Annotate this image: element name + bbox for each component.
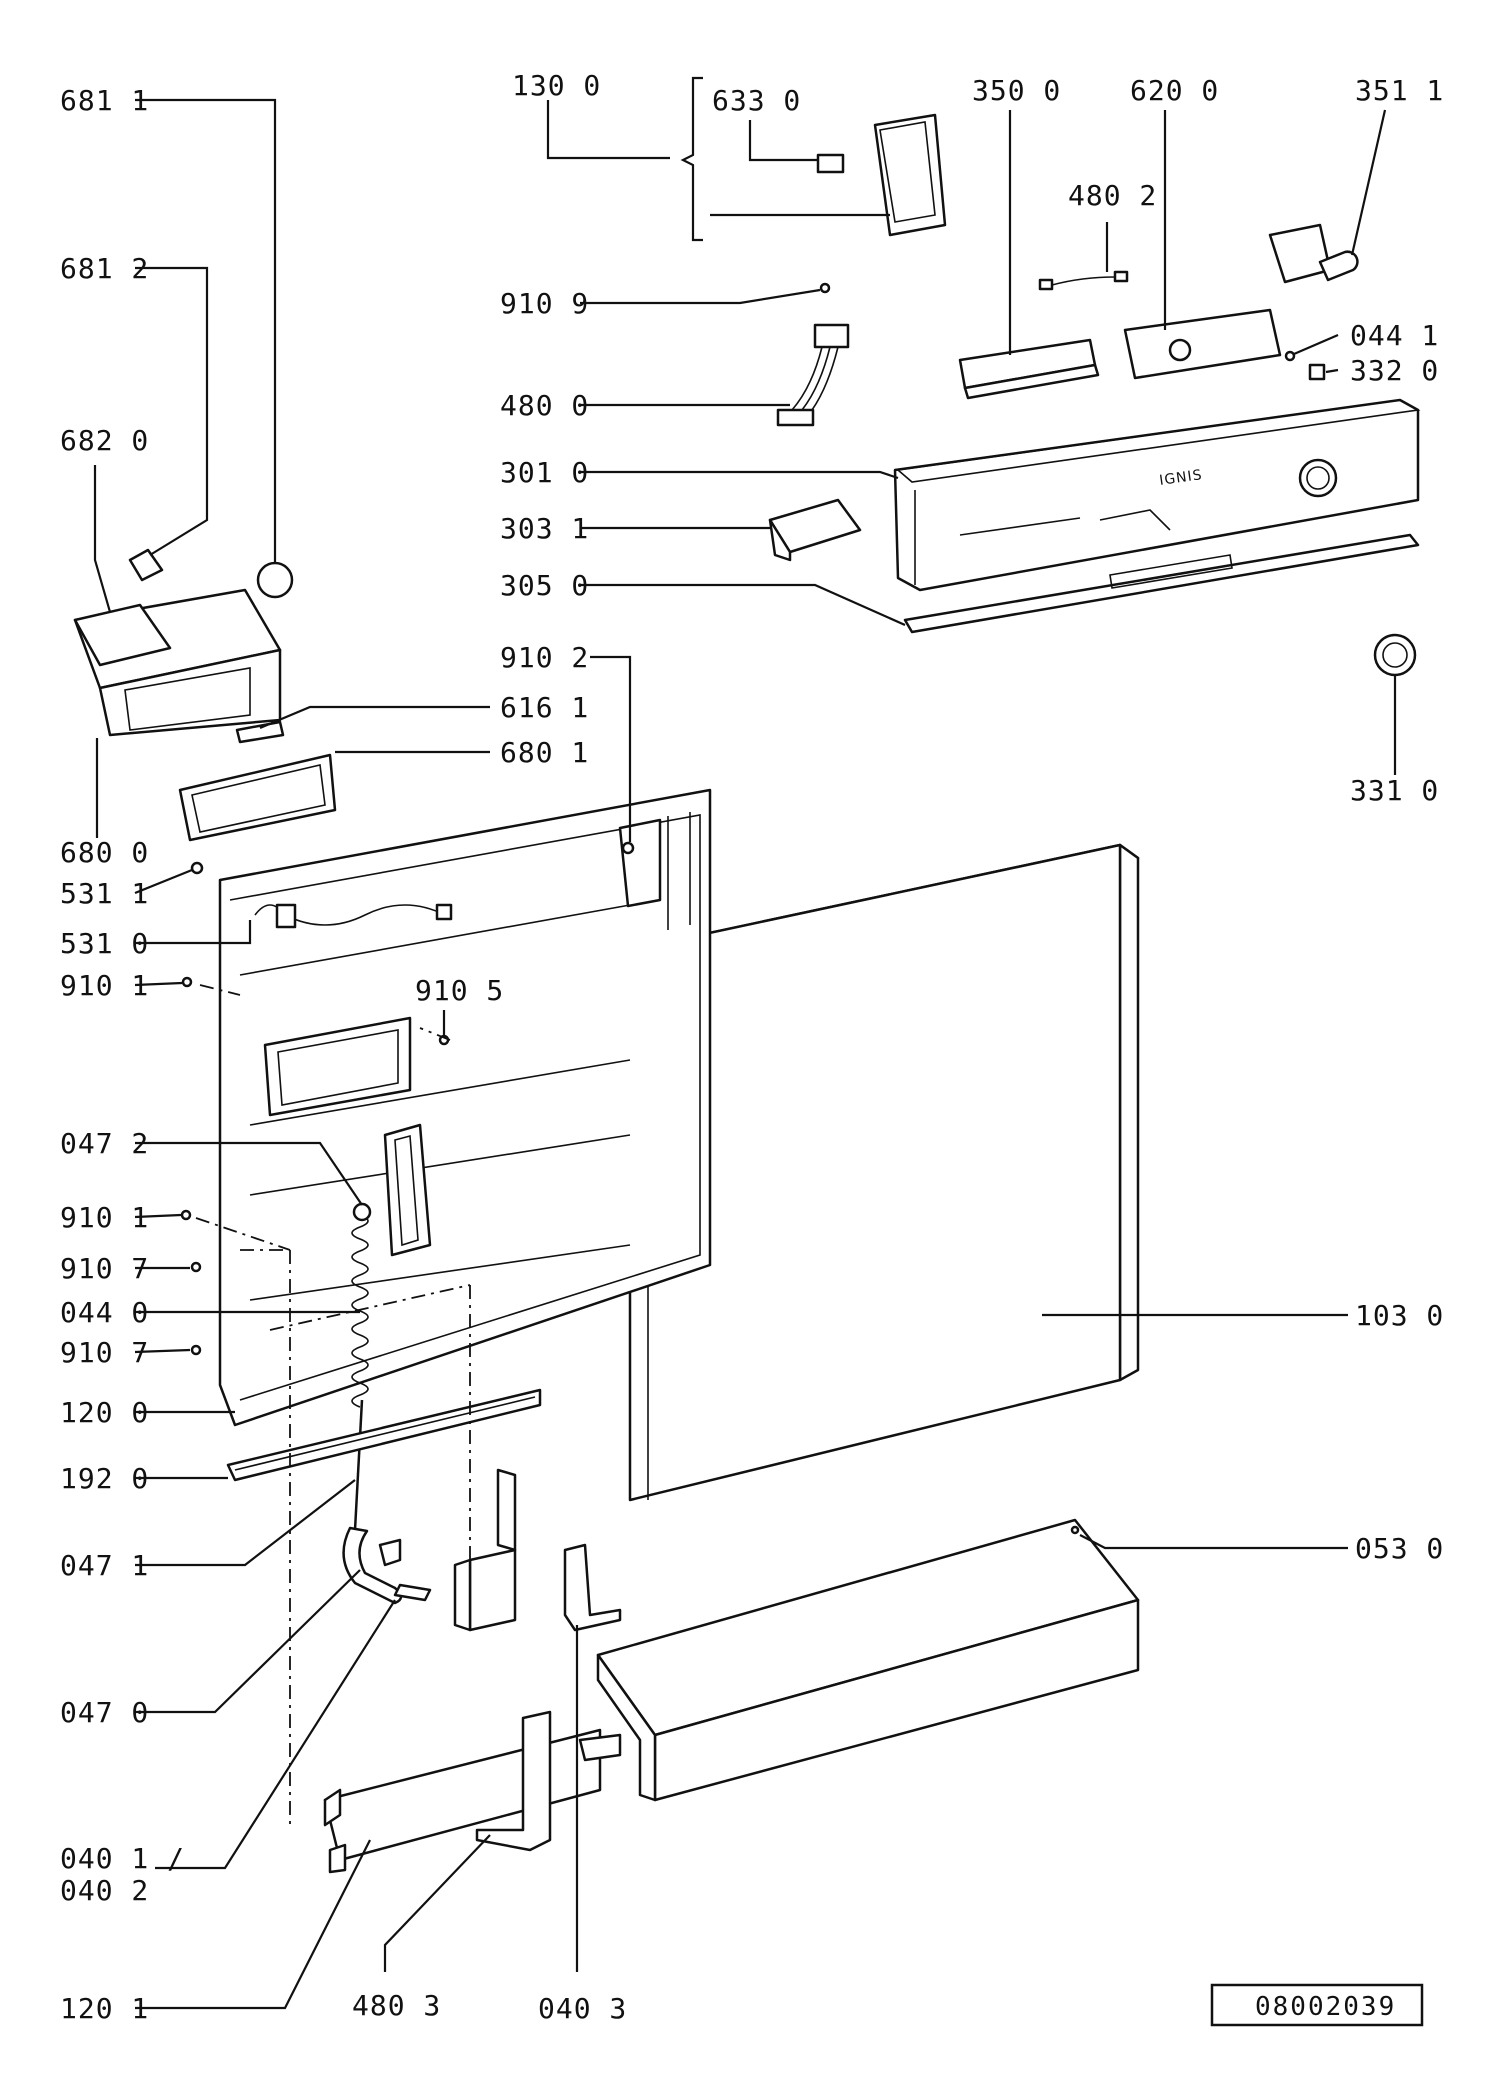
label-047-0: 047 0: [60, 1696, 149, 1729]
label-910-1a: 910 1: [60, 969, 149, 1002]
label-480-2: 480 2: [1068, 179, 1157, 212]
label-301-0: 301 0: [500, 456, 589, 489]
label-040-1: 040 1 /: [60, 1842, 185, 1875]
label-120-1: 120 1: [60, 1992, 149, 2025]
label-531-1: 531 1: [60, 877, 149, 910]
label-351-1: 351 1: [1355, 74, 1444, 107]
label-910-1b: 910 1: [60, 1201, 149, 1234]
label-910-5: 910 5: [415, 974, 504, 1007]
label-480-3: 480 3: [352, 1989, 441, 2022]
inner-door-frame-part: [218, 788, 712, 1427]
drawing-code-box: 08002039: [1210, 1983, 1424, 2027]
screw-910-1a: [181, 976, 193, 988]
label-192-0: 192 0: [60, 1462, 149, 1495]
timer-620-part: [1123, 308, 1282, 380]
label-620-0: 620 0: [1130, 74, 1219, 107]
screw-910-7a: [190, 1261, 202, 1273]
label-681-1: 681 1: [60, 84, 149, 117]
label-047-2: 047 2: [60, 1127, 149, 1160]
label-910-9: 910 9: [500, 287, 589, 320]
label-103-0: 103 0: [1355, 1299, 1444, 1332]
screw-910-1b: [180, 1209, 192, 1221]
lower-strip-part: [323, 1728, 622, 1874]
seal-680-1-part: [178, 753, 337, 842]
label-040-3: 040 3: [538, 1992, 627, 2025]
label-480-0: 480 0: [500, 389, 589, 422]
label-680-0: 680 0: [60, 836, 149, 869]
board-350-part: [958, 338, 1100, 400]
label-616-1: 616 1: [500, 691, 589, 724]
screw-910-9: [819, 282, 831, 294]
switch-bracket-part: [816, 113, 947, 237]
clip-681-2-part: [128, 548, 164, 582]
control-panel-part: IGNIS: [893, 398, 1421, 592]
label-044-1: 044 1: [1350, 319, 1439, 352]
bottom-rail-part: [226, 1388, 542, 1482]
label-350-0: 350 0: [972, 74, 1061, 107]
label-053-0: 053 0: [1355, 1532, 1444, 1565]
label-044-0: 044 0: [60, 1296, 149, 1329]
label-681-2: 681 2: [60, 252, 149, 285]
clip-303-part: [768, 498, 862, 562]
label-331-0: 331 0: [1350, 774, 1439, 807]
label-531-0: 531 0: [60, 927, 149, 960]
label-047-1: 047 1: [60, 1549, 149, 1582]
bracket-lower-part: [563, 1543, 622, 1632]
knob-331-part: [1373, 633, 1417, 677]
cable-480-0-part: [776, 323, 850, 427]
part-616-1: [235, 720, 285, 744]
label-910-7a: 910 7: [60, 1252, 149, 1285]
label-332-0: 332 0: [1350, 354, 1439, 387]
label-130-0: 130 0: [512, 69, 601, 102]
lid-682-part: [73, 603, 172, 667]
label-633-0: 633 0: [712, 84, 801, 117]
part-labels: 681 1 681 2 682 0 680 0 531 1 531 0 910 …: [60, 69, 1444, 2025]
screw-531-1: [190, 861, 204, 875]
bracket-480-part: [475, 1710, 552, 1852]
bottom-trim-part: [903, 533, 1420, 634]
label-305-0: 305 0: [500, 569, 589, 602]
door-spring-part: [351, 1202, 372, 1531]
drawing-code: 08002039: [1255, 1992, 1396, 2022]
label-910-2: 910 2: [500, 641, 589, 674]
bracket-part: [453, 1468, 517, 1632]
knob-351-part: [1268, 223, 1359, 284]
hinge-part: [342, 1526, 432, 1605]
leader-lines: [93, 76, 1397, 2010]
label-910-7b: 910 7: [60, 1336, 149, 1369]
cap-681-1-part: [256, 561, 294, 599]
screw-910-7b: [190, 1344, 202, 1356]
brand-label: IGNIS: [1158, 467, 1203, 489]
label-120-0: 120 0: [60, 1396, 149, 1429]
cap-332-0: [1308, 363, 1326, 381]
screw-044-1: [1284, 350, 1296, 362]
label-682-0: 682 0: [60, 424, 149, 457]
door-panel-part: [628, 843, 1140, 1502]
label-040-2: 040 2: [60, 1874, 149, 1907]
assembly-lines: [195, 984, 471, 1825]
label-680-1: 680 1: [500, 736, 589, 769]
kick-plate-part: [596, 1518, 1140, 1802]
cable-480-2-part: [1038, 270, 1129, 291]
label-303-1: 303 1: [500, 512, 589, 545]
